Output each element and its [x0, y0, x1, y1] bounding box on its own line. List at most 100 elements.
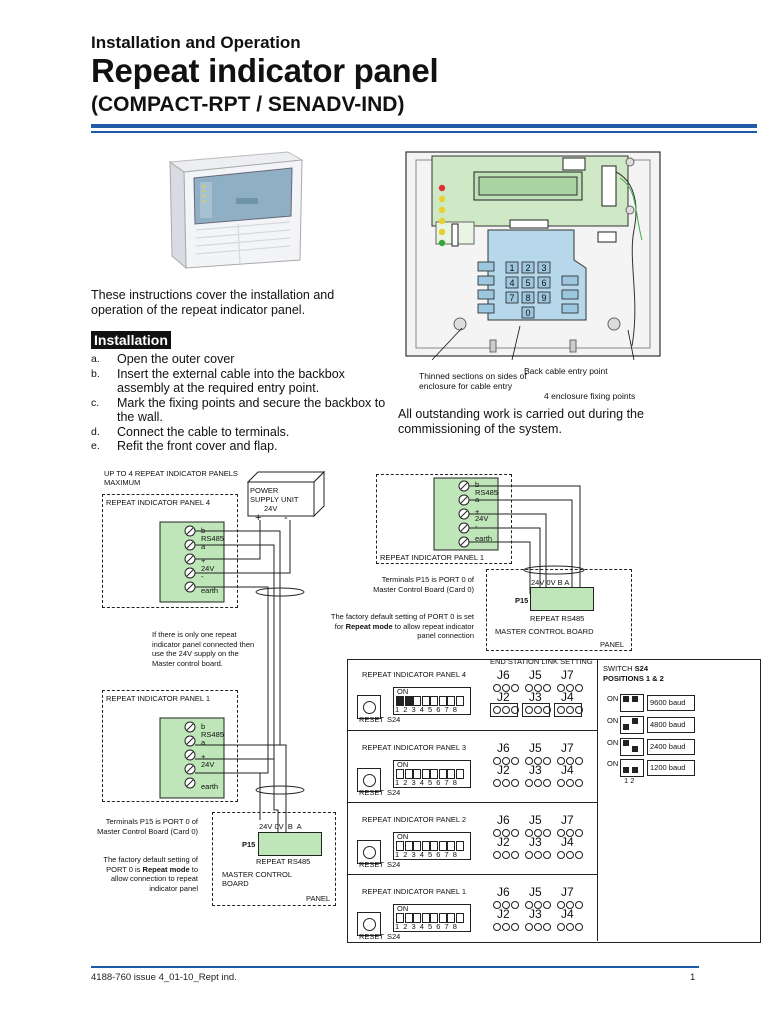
jumper-pin	[566, 757, 574, 765]
jumper-pin	[525, 684, 533, 692]
p15-note-bottom: Terminals P15 is PORT 0 of Master Contro…	[97, 817, 198, 836]
jumper-pin	[502, 923, 510, 931]
jumper-label: J6	[497, 741, 510, 755]
dip-toggle	[396, 696, 404, 706]
dip-toggle	[396, 769, 404, 779]
baud-toggle	[632, 718, 638, 724]
jumper-pin	[525, 779, 533, 787]
jumper-pin	[525, 901, 533, 909]
dip-on-label: ON	[397, 687, 409, 696]
jumper-pin	[557, 706, 565, 714]
jumper-pin	[525, 829, 533, 837]
jumper-pin	[502, 829, 510, 837]
baud-switch	[620, 694, 644, 712]
jumper-label: J4	[561, 690, 574, 704]
dip-toggle	[455, 841, 464, 851]
installation-heading: Installation	[91, 331, 171, 349]
jumper-pin	[534, 757, 542, 765]
callout-thinned-sections: Thinned sections on sides of enclosure f…	[419, 371, 527, 391]
jumper-pin	[502, 757, 510, 765]
jumper-pin	[493, 829, 501, 837]
jumper-label: J5	[529, 741, 542, 755]
baud-label-box	[647, 739, 695, 755]
baud-label: 2400 baud	[650, 742, 686, 751]
jumper-pin	[566, 684, 574, 692]
mcb-top-p15: P15	[515, 596, 529, 605]
row-divider	[347, 730, 597, 731]
jumper-pin	[566, 706, 574, 714]
jumper-pin	[566, 779, 574, 787]
jumper-pin	[575, 829, 583, 837]
column-divider	[597, 659, 598, 941]
row-divider	[347, 874, 597, 875]
mcb-top-name: MASTER CONTROL BOARD	[495, 627, 594, 636]
jumper-pin	[575, 901, 583, 909]
dip-toggle	[447, 696, 455, 706]
reset-label: RESET	[359, 860, 385, 869]
jumper-pin	[502, 684, 510, 692]
dip-numbers: 1 2 3 4 5 6 7 8	[395, 705, 458, 714]
repeat-panel-1-top-label: REPEAT INDICATOR PANEL 1	[380, 553, 485, 562]
footer-rule	[91, 966, 699, 968]
jumper-pin	[534, 779, 542, 787]
dip-toggle	[421, 913, 430, 923]
jumper-pin	[534, 829, 542, 837]
dip-toggle	[421, 696, 430, 706]
dip-toggle	[430, 696, 438, 706]
dip-numbers: 1 2 3 4 5 6 7 8	[395, 778, 458, 787]
jumper-pin	[543, 901, 551, 909]
key-3: 3	[541, 263, 546, 273]
dip-toggle	[447, 913, 455, 923]
jumper-label: J4	[561, 763, 574, 777]
mcb-top-rs485: REPEAT RS485	[530, 614, 585, 623]
baud-label: 4800 baud	[650, 720, 686, 729]
jumper-pin	[502, 901, 510, 909]
dip-toggle	[438, 769, 447, 779]
dip-toggle	[447, 769, 455, 779]
key-8: 8	[525, 293, 530, 303]
single-panel-note: If there is only one repeat indicator pa…	[152, 630, 255, 668]
repeat-panel-4-label: REPEAT INDICATOR PANEL 4	[106, 498, 211, 507]
end-station-heading: END STATION LINK SETTING	[490, 657, 593, 666]
baud-toggle	[623, 696, 629, 702]
baud-label-box	[647, 717, 695, 733]
jumper-link	[554, 703, 582, 717]
header-subtitle: Installation and Operation	[91, 33, 301, 52]
dip-on-label: ON	[397, 904, 409, 913]
header-rule-thin	[91, 131, 757, 133]
jumper-pin	[525, 923, 533, 931]
dip-toggle	[430, 841, 438, 851]
mcb-bottom-rs485: REPEAT RS485	[256, 857, 311, 866]
jumper-pin	[557, 829, 565, 837]
jumper-pin	[575, 757, 583, 765]
row-divider	[347, 802, 597, 803]
mcb-top-box	[486, 569, 632, 651]
baud-label-box	[647, 760, 695, 776]
key-4: 4	[509, 278, 514, 288]
jumper-pin	[543, 829, 551, 837]
mcb-top-connector	[530, 587, 594, 611]
dip-toggle	[396, 841, 404, 851]
jumper-label: J7	[561, 885, 574, 899]
jumper-pin	[493, 757, 501, 765]
dip-on-label: ON	[397, 832, 409, 841]
mcb-bottom-pin-labels: 24V 0V B A	[259, 822, 302, 831]
key-2: 2	[525, 263, 530, 273]
jumper-pin	[566, 829, 574, 837]
key-7: 7	[509, 293, 514, 303]
jumper-pin	[534, 851, 542, 859]
intro-text: These instructions cover the installatio…	[91, 288, 335, 317]
jumper-pin	[493, 901, 501, 909]
list-item: c.Mark the fixing points and secure the …	[91, 395, 386, 425]
jumper-label: J3	[529, 763, 542, 777]
commissioning-note: All outstanding work is carried out duri…	[398, 407, 644, 436]
dip-on-label: ON	[397, 760, 409, 769]
key-0: 0	[525, 308, 530, 318]
dip-toggle	[455, 696, 464, 706]
jumper-pin	[543, 706, 551, 714]
jumper-label: J3	[529, 835, 542, 849]
jumper-pin	[557, 779, 565, 787]
panel-label: REPEAT INDICATOR PANEL 1	[362, 887, 467, 896]
mcb-bottom-name: MASTER CONTROL BOARD	[222, 870, 293, 888]
dip-toggle	[430, 913, 438, 923]
